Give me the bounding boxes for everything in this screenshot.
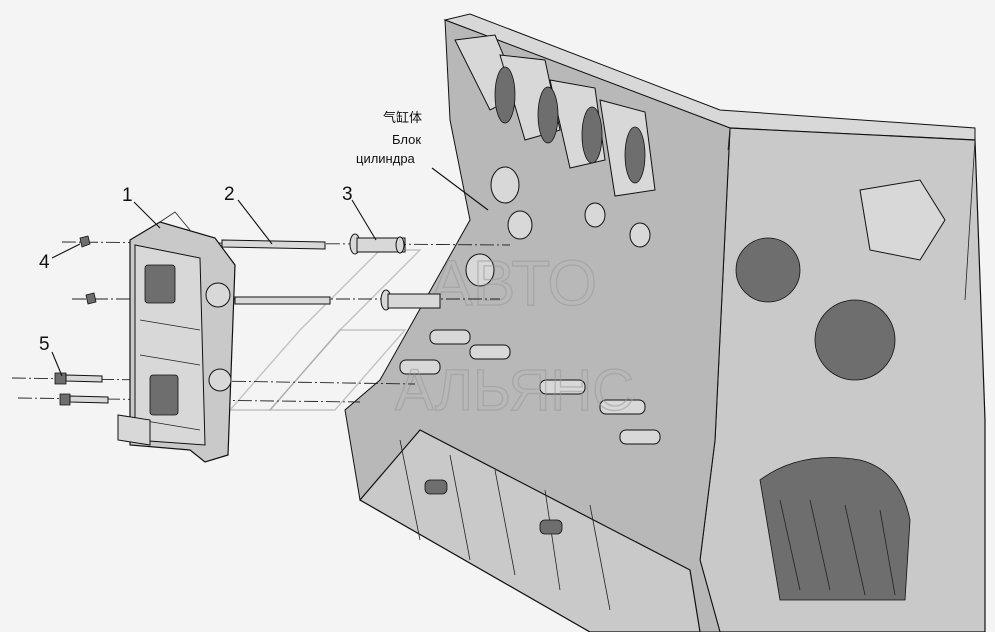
callout-4: 4	[39, 252, 50, 273]
part-4-nuts	[79, 235, 97, 305]
part-2-long-bolts	[221, 239, 331, 305]
watermark: АВТО АЛЬЯНС	[228, 246, 635, 424]
block-label-zh: 气缸体	[383, 110, 422, 125]
block-label-ru-line1: Блок	[392, 132, 421, 147]
part-1-cover	[117, 211, 236, 463]
callout-1: 1	[122, 185, 133, 206]
watermark-line2: АЛЬЯНС	[395, 358, 634, 423]
cylinder-block	[344, 13, 986, 632]
part-5-short-bolts	[54, 372, 109, 406]
leader-lines	[51, 167, 489, 377]
block-label-ru-line2: цилиндра	[356, 151, 416, 166]
callout-5: 5	[39, 334, 50, 355]
callout-3: 3	[342, 184, 353, 205]
callout-2: 2	[224, 184, 235, 205]
watermark-line1: АВТО	[430, 247, 597, 319]
part-3-flange-bolts	[349, 233, 441, 311]
